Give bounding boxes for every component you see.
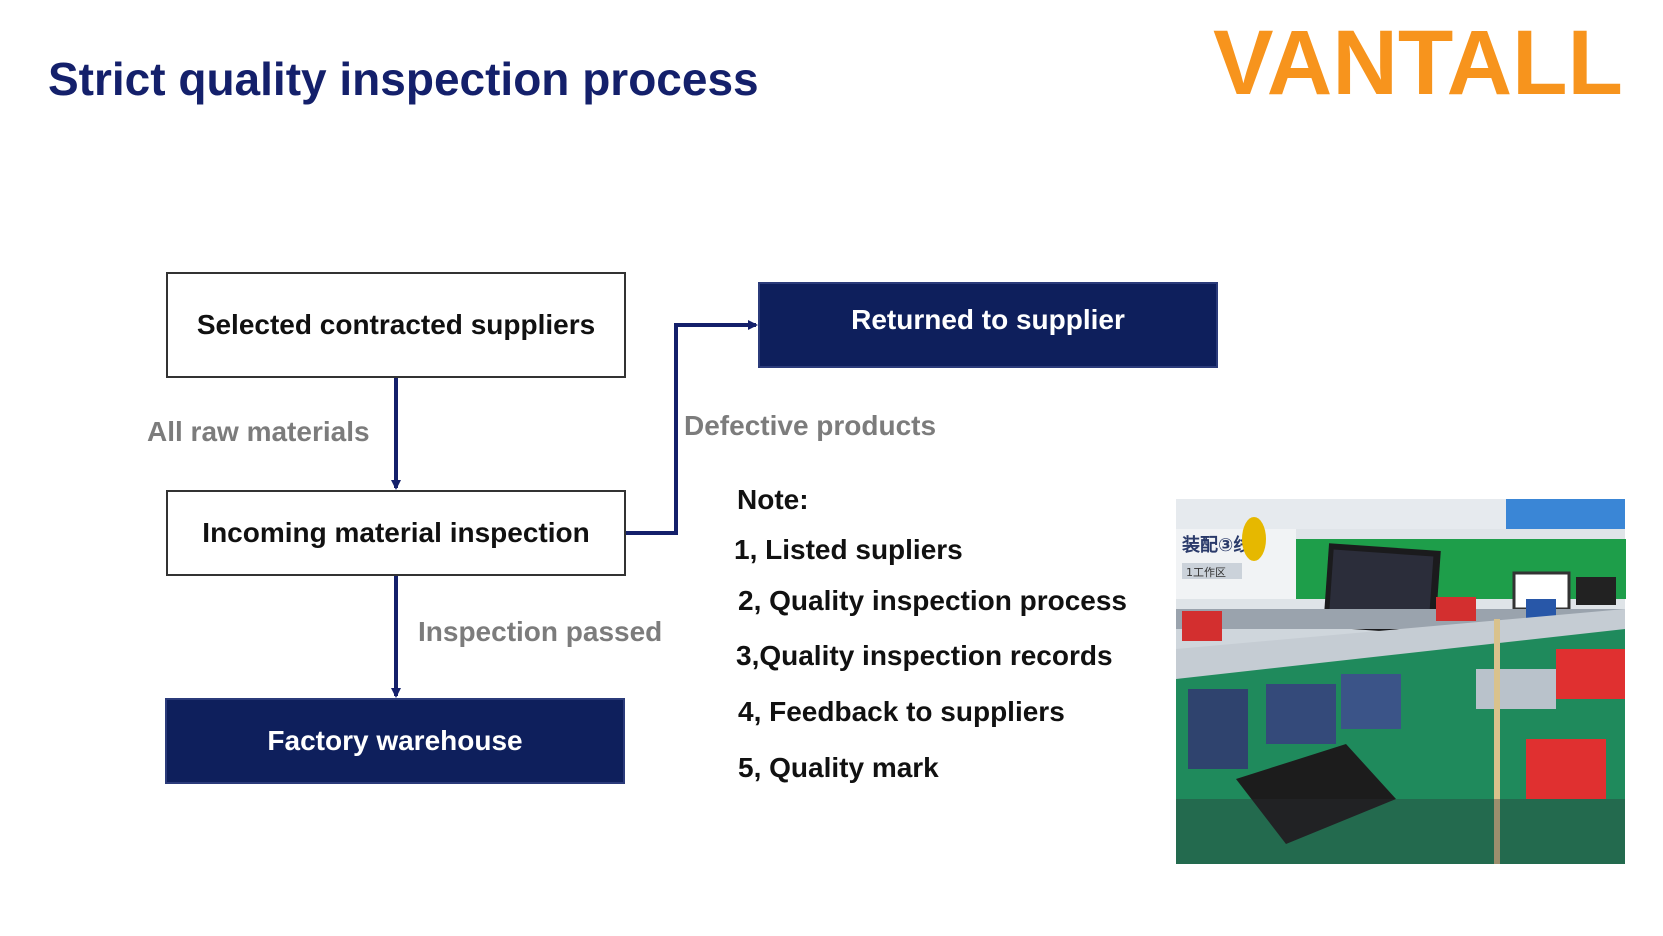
page-title: Strict quality inspection process [48,53,759,105]
node-factory-warehouse: Factory warehouse [165,698,625,784]
photo-tag-text: 1工作区 [1186,566,1226,579]
arrow-inspection-to-returned [626,320,758,535]
note-item: 5, Quality mark [738,752,939,783]
factory-assembly-line-photo: 装配③线 1工作区 [1176,499,1626,864]
photo-sign-text: 装配③线 [1182,534,1251,556]
vantall-logo: VANTALL [1213,12,1623,114]
note-item: 4, Feedback to suppliers [738,696,1065,727]
note-heading: Note: [737,484,809,515]
note-item: 1, Listed supliers [734,534,963,565]
node-selected-suppliers: Selected contracted suppliers [166,272,626,378]
note-item: 3,Quality inspection records [736,640,1113,671]
edge-label-inspection-passed: Inspection passed [418,616,663,647]
edge-label-defective-products: Defective products [684,410,937,441]
edge-label-raw-materials: All raw materials [147,416,370,447]
note-item: 2, Quality inspection process [738,585,1128,616]
logo-text: VANTALL [1213,12,1623,114]
node-incoming-inspection: Incoming material inspection [166,490,626,576]
node-returned-to-supplier: Returned to supplier [758,282,1218,368]
